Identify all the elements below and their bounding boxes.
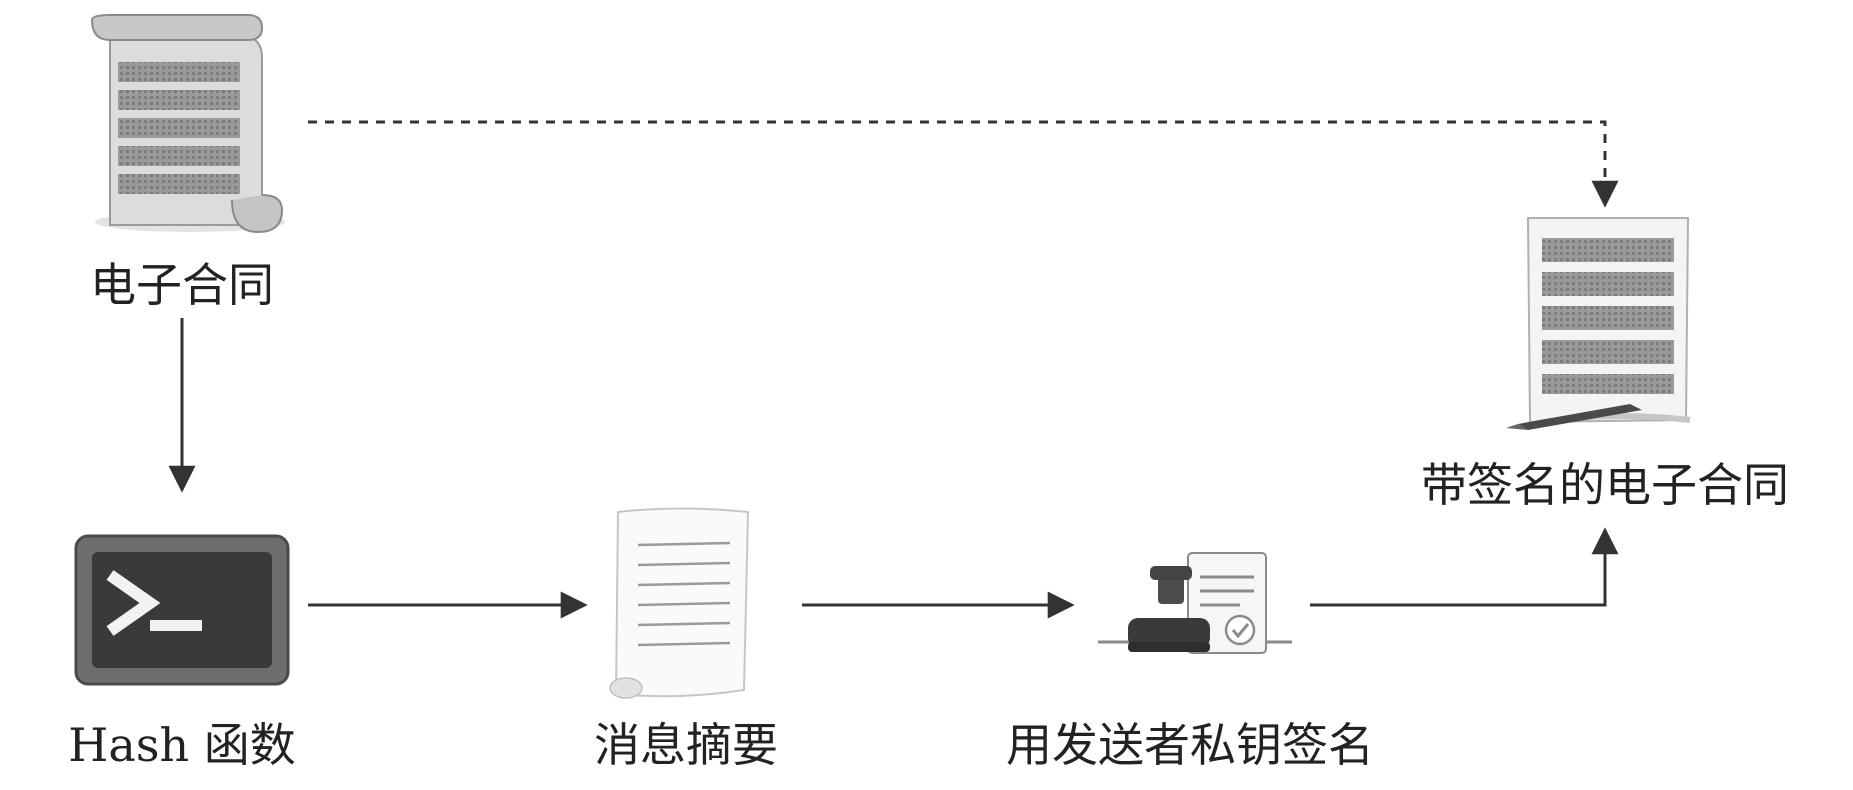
paper-sheet-icon <box>609 507 750 699</box>
hash-label: Hash 函数 <box>68 718 296 772</box>
signed-contract-label: 带签名的电子合同 <box>1421 458 1789 512</box>
scroll-document-icon <box>90 14 285 234</box>
edge-sign-to-signed-contract <box>1310 527 1619 607</box>
edge-contract-to-signed-contract-dashed <box>308 120 1619 208</box>
terminal-icon <box>74 534 290 686</box>
sign-label: 用发送者私钥签名 <box>1006 718 1374 772</box>
signed-document-icon <box>1506 217 1691 430</box>
contract-label: 电子合同 <box>90 258 274 312</box>
digest-label: 消息摘要 <box>594 718 778 772</box>
stamp-icon <box>1098 552 1292 654</box>
